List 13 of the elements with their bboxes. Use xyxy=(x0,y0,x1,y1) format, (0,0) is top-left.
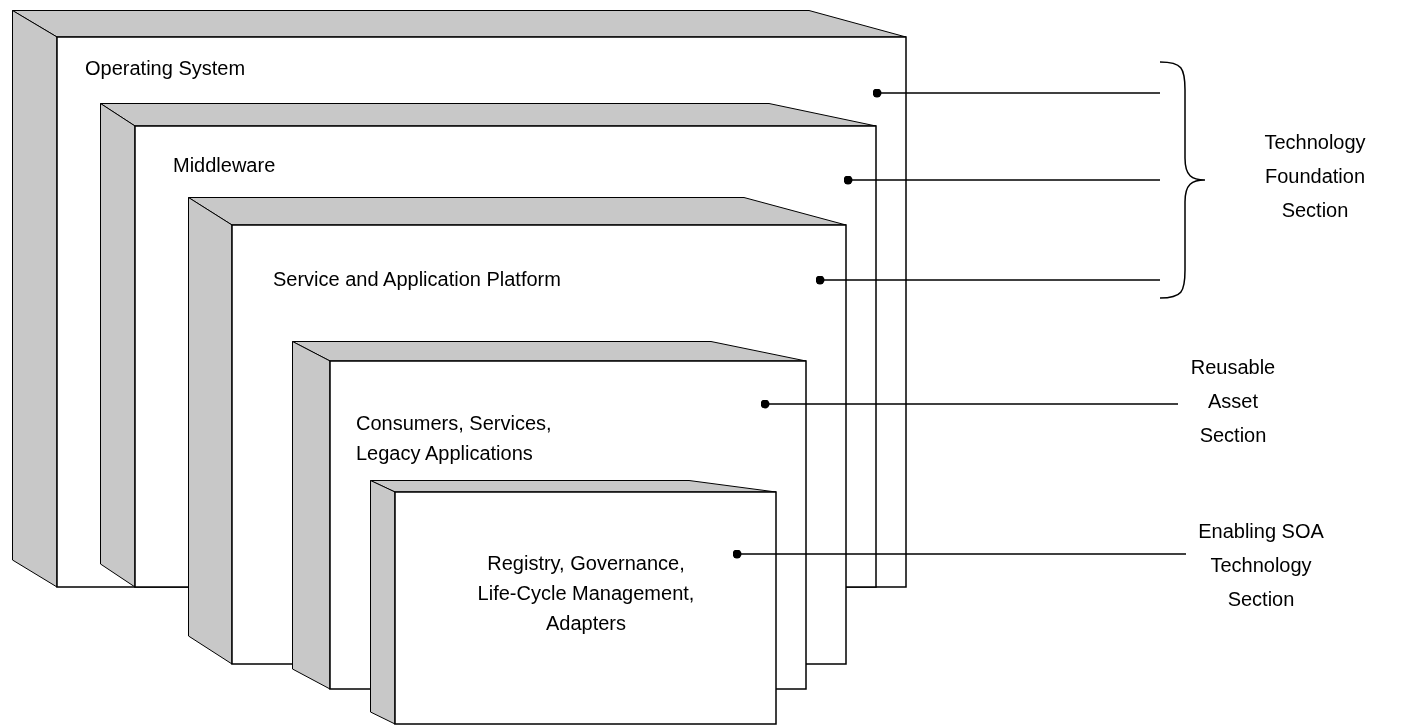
layer-label: Registry, Governance, Life-Cycle Management, Adapters xyxy=(476,551,696,636)
leader-line xyxy=(843,175,1161,185)
layer-label: Consumers, Services, Legacy Applications xyxy=(356,411,553,466)
leader-line xyxy=(815,275,1161,285)
leader-line xyxy=(760,399,1179,409)
leader-line xyxy=(732,549,1187,559)
section-label: Reusable Asset Section xyxy=(1178,350,1288,452)
layer-label: Middleware xyxy=(173,153,277,178)
leader-line xyxy=(872,88,1161,98)
layer-label: Operating System xyxy=(85,56,247,81)
section-label: Enabling SOA Technology Section xyxy=(1186,514,1336,616)
layer-label: Service and Application Platform xyxy=(273,267,562,292)
section-label: Technology Foundation Section xyxy=(1263,130,1367,223)
